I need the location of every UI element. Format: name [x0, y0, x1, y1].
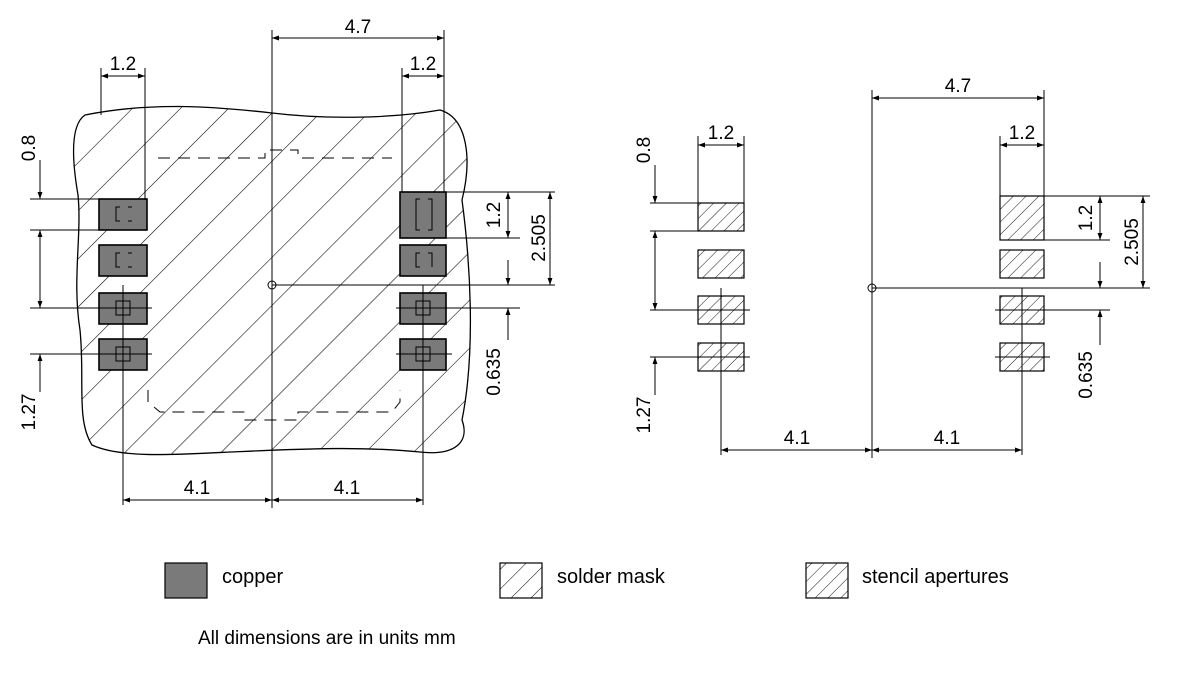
left-view: 4.7 1.2 1.2 0.8 1.27 1.2 2.505 0.635 4.1…	[19, 17, 555, 508]
extension-lines	[650, 90, 1150, 241]
dim-1-2-vertical-label: 1.2	[1076, 205, 1097, 231]
dim-0-635-label: 0.635	[484, 348, 505, 396]
pin-marks	[115, 198, 433, 268]
dim-4-1-label: 4.1	[934, 428, 960, 449]
legend-copper-label: copper	[222, 566, 283, 588]
dim-1-2-vertical-label: 1.2	[484, 202, 505, 228]
dim-4-1-label: 4.1	[784, 428, 810, 449]
stencil-aperture	[697, 202, 745, 232]
copper-pad	[98, 198, 148, 231]
center-mark	[867, 90, 1150, 458]
pad-center-lines	[30, 285, 520, 505]
legend-solder-mask-label: solder mask	[557, 566, 666, 588]
dimension-labels-left: 4.7 1.2 1.2 0.8 1.27 1.2 2.505 0.635 4.1…	[19, 17, 550, 499]
legend-stencil-label: stencil apertures	[862, 566, 1009, 588]
legend: copper solder mask stencil apertures	[164, 562, 1009, 599]
dim-1-2-label: 1.2	[1009, 123, 1035, 144]
legend-copper-swatch	[164, 562, 208, 599]
dim-0-8-label: 0.8	[634, 137, 655, 163]
pad-center-lines	[650, 288, 1110, 455]
legend-stencil-swatch	[805, 562, 849, 599]
dim-4-7-label: 4.7	[945, 76, 971, 97]
copper-pad	[98, 244, 148, 277]
right-view: 4.7 1.2 1.2 0.8 1.27 1.2 2.505 0.635 4.1…	[634, 76, 1150, 458]
dim-4-1-label: 4.1	[334, 478, 360, 499]
dim-0-635-label: 0.635	[1076, 351, 1097, 399]
stencil-aperture	[999, 249, 1045, 279]
dimension-labels-right: 4.7 1.2 1.2 0.8 1.27 1.2 2.505 0.635 4.1…	[634, 76, 1143, 449]
dim-4-1-label: 4.1	[184, 478, 210, 499]
dim-0-8-label: 0.8	[19, 135, 40, 161]
dim-1-2-label: 1.2	[708, 123, 734, 144]
stencil-aperture	[999, 195, 1045, 241]
dimension-lines	[652, 95, 1146, 453]
legend-solder-mask-swatch	[499, 562, 543, 599]
copper-pad	[399, 244, 447, 277]
dim-1-2-label: 1.2	[410, 54, 436, 75]
dim-2-505-label: 2.505	[529, 214, 550, 262]
dim-4-7-label: 4.7	[345, 17, 371, 38]
copper-pad	[399, 191, 447, 239]
dim-1-27-label: 1.27	[634, 397, 655, 434]
stencil-aperture	[697, 249, 745, 279]
dim-1-2-label: 1.2	[110, 54, 136, 75]
units-note: All dimensions are in units mm	[198, 628, 456, 649]
dimension-lines	[37, 35, 553, 503]
dim-2-505-label: 2.505	[1122, 218, 1143, 266]
dim-1-27-label: 1.27	[19, 394, 40, 431]
